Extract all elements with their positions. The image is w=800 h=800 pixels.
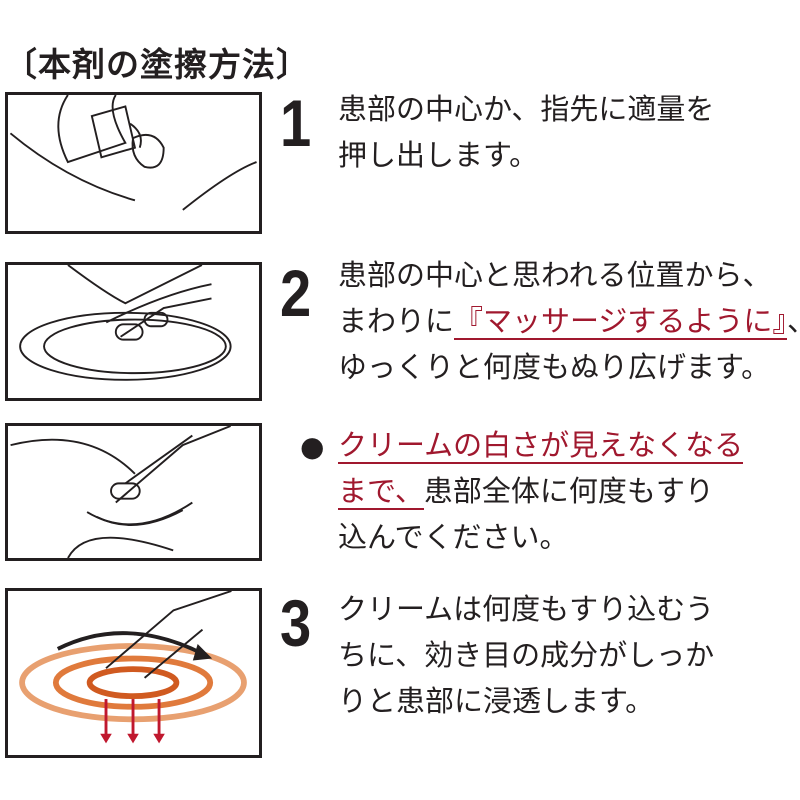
emphasis-text: 『マッサージするように』	[454, 304, 787, 340]
step-1-text: 患部の中心か、指先に適量を 押し出します。	[338, 86, 714, 178]
step-3-line: りと患部に浸透します。	[338, 684, 655, 718]
step-2-line: ゆっくりと何度もぬり広げます。	[338, 350, 771, 384]
illustration-absorb	[5, 588, 262, 758]
note-text: クリームの白さが見えなくなる まで、患部全体に何度もすり 込んでください。	[338, 422, 744, 560]
step-number-2: 2	[280, 256, 312, 330]
step-3-text: クリームは何度もすり込むう ちに、効き目の成分がしっか りと患部に浸透します。	[338, 586, 714, 724]
step-3-line: クリームは何度もすり込むう	[338, 592, 715, 626]
emphasis-text: まで、	[338, 474, 424, 510]
text: 患部全体に何度もすり	[423, 474, 714, 508]
step-2-text: 患部の中心と思われる位置から、 まわりに『マッサージするように』、 ゆっくりと何…	[338, 252, 800, 390]
text: まわりに	[338, 304, 455, 338]
emphasis-text: クリームの白さが見えなくなる	[338, 428, 744, 464]
text: 込んでください。	[338, 520, 569, 554]
step-number-3: 3	[280, 586, 312, 660]
step-2-line: 患部の中心と思われる位置から、	[338, 258, 772, 292]
text: 、	[787, 304, 800, 338]
step-1-line: 患部の中心か、指先に適量を	[338, 92, 715, 126]
step-2-line: まわりに『マッサージするように』、	[338, 298, 800, 344]
illustration-rub-in	[5, 423, 262, 561]
step-number-1: 1	[280, 86, 312, 160]
illustration-squeeze-tube	[5, 92, 262, 234]
step-3-line: ちに、効き目の成分がしっか	[338, 638, 715, 672]
page-title: 〔本剤の塗擦方法〕	[4, 45, 310, 84]
illustration-spread-massage	[5, 262, 262, 401]
step-1-line: 押し出します。	[338, 138, 539, 172]
bullet-icon: ●	[300, 430, 325, 463]
